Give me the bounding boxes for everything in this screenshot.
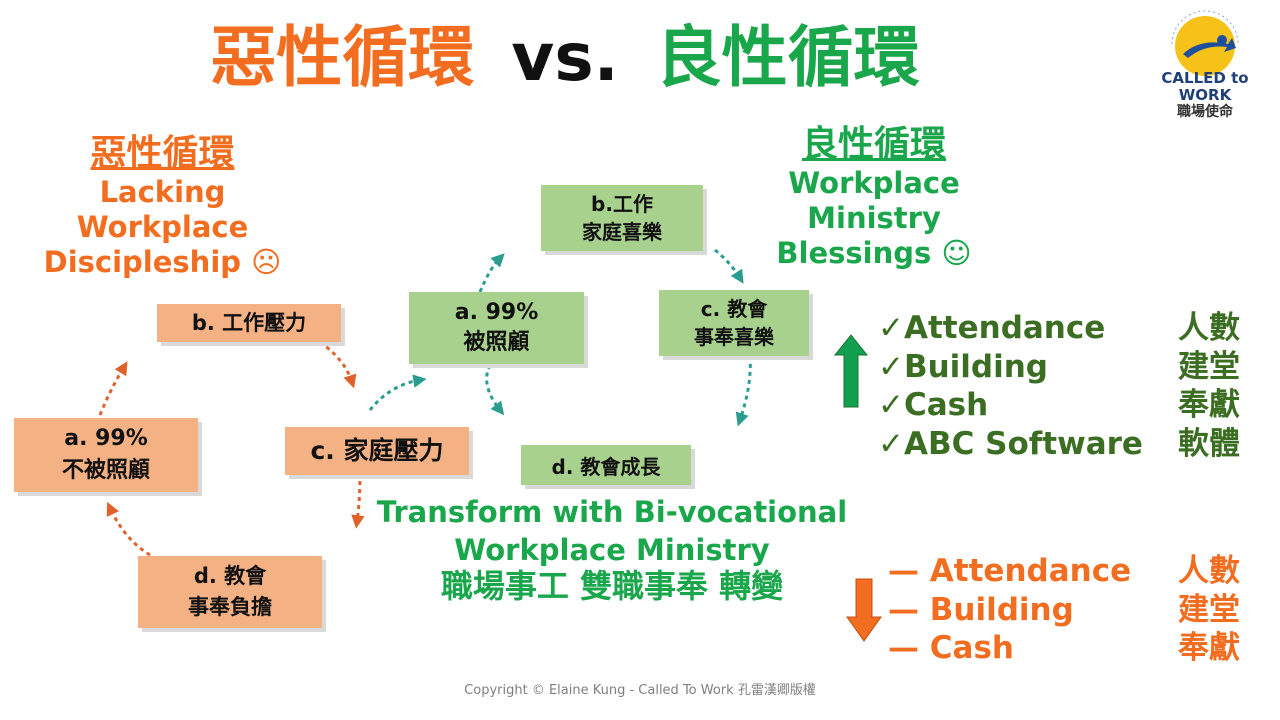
arrow-b-to-c-green (714, 248, 744, 284)
virtuous-node-d: d. 教會成長 (521, 445, 691, 485)
virtuous-heading-line-1: Workplace (788, 166, 960, 201)
arrow-c-to-d (351, 472, 365, 529)
logo-line1: CALLED to (1161, 69, 1249, 87)
growth-item-cn: 人數 (1178, 310, 1240, 346)
decline-item-cn: 人數 (1178, 553, 1240, 589)
arrow-a-to-b (98, 361, 128, 416)
title-vicious: 惡性循環 (210, 19, 475, 96)
growth-item-cn: 軟體 (1178, 426, 1240, 463)
vicious-node-a-line-2: 不被照顧 (61, 458, 150, 483)
vicious-heading-title: 惡性循環 (90, 133, 235, 174)
vicious-node-c-line-1: c. 家庭壓力 (310, 436, 444, 465)
transform-line-1: Transform with Bi-vocational (376, 495, 848, 529)
virtuous-node-a: a. 99% 被照顧 (409, 292, 584, 364)
vicious-node-d-line-1: d. 教會 (193, 564, 267, 588)
logo-line3: 職場使命 (1177, 104, 1233, 120)
decline-list: — Attendance — Building — Cash (888, 552, 1131, 668)
growth-item: ✓Attendance (878, 310, 1106, 346)
title-vs: vs. (511, 19, 619, 96)
logo-emblem-icon (1171, 10, 1239, 76)
arrow-d-to-a (106, 501, 151, 557)
virtuous-node-b-line-1: b.工作 (591, 192, 653, 216)
vicious-heading-line-2: Workplace (76, 209, 249, 244)
up-arrow-icon (833, 334, 869, 408)
title-virtuous: 良性循環 (655, 19, 920, 96)
virtuous-node-b-line-2: 家庭喜樂 (582, 220, 662, 244)
virtuous-heading-line-2: Ministry (807, 200, 941, 235)
arrow-a-to-b-green (478, 253, 505, 293)
page-title: 惡性循環 vs. 良性循環 (0, 18, 1130, 97)
vicious-node-b-line-1: b. 工作壓力 (191, 311, 307, 335)
vicious-heading-line-1: Lacking (99, 175, 226, 210)
copyright-footer: Copyright © Elaine Kung - Called To Work… (464, 683, 816, 698)
growth-item: ✓ABC Software (878, 426, 1143, 463)
growth-item-cn: 建堂 (1178, 348, 1240, 385)
arrow-b-to-c (319, 340, 357, 389)
virtuous-heading-title: 良性循環 (801, 124, 946, 165)
virtuous-heading: 良性循環 Workplace Ministry Blessings ☺ (740, 123, 1008, 271)
vicious-cycle-arrows (98, 340, 365, 557)
logo-line2: WORK (1178, 86, 1232, 104)
growth-list: ✓Attendance ✓Building ✓Cash ✓ABC Softwar… (878, 309, 1143, 464)
vicious-node-a-line-1: a. 99% (64, 426, 148, 451)
arrow-c-to-d-green (735, 355, 752, 427)
growth-item: ✓Building (878, 348, 1049, 385)
virtuous-node-c-line-1: c. 教會 (700, 297, 768, 321)
decline-list-cn: 人數 建堂 奉獻 (1150, 552, 1240, 668)
decline-item: — Building (888, 591, 1074, 628)
arrow-bridge (368, 374, 427, 411)
virtuous-node-c: c. 教會 事奉喜樂 (659, 290, 809, 356)
virtuous-node-a-line-1: a. 99% (454, 300, 539, 325)
growth-item-cn: 奉獻 (1178, 387, 1240, 424)
vicious-heading-line-3: Discipleship ☹ (43, 244, 282, 279)
vicious-heading: 惡性循環 Lacking Workplace Discipleship ☹ (30, 132, 295, 280)
virtuous-node-a-line-2: 被照顧 (463, 330, 530, 355)
virtuous-cycle-arrows (368, 248, 752, 440)
decline-item: — Cash (888, 630, 1014, 667)
transform-line-2: Workplace Ministry (454, 533, 770, 567)
decline-item-cn: 奉獻 (1178, 630, 1240, 667)
transform-line-3: 職場事工 雙職事奉 轉變 (440, 567, 784, 605)
arrow-d-to-a-green (485, 364, 505, 416)
decline-item-cn: 建堂 (1178, 591, 1240, 628)
called-to-work-logo: CALLED to WORK 職場使命 (1150, 8, 1260, 128)
virtuous-node-c-line-2: 事奉喜樂 (694, 325, 774, 349)
arrow-d-to-a-green-guide (605, 298, 660, 440)
vicious-node-c: c. 家庭壓力 (285, 427, 469, 475)
decline-item: — Attendance (888, 553, 1132, 589)
virtuous-node-b: b.工作 家庭喜樂 (541, 185, 703, 251)
growth-list-cn: 人數 建堂 奉獻 軟體 (1150, 309, 1240, 464)
virtuous-heading-line-3: Blessings ☺ (776, 235, 972, 270)
vicious-node-b: b. 工作壓力 (157, 304, 341, 342)
vicious-node-d: d. 教會 事奉負擔 (138, 556, 322, 628)
down-arrow-icon (846, 578, 882, 642)
growth-item: ✓Cash (878, 387, 989, 424)
logo-text: CALLED to WORK 職場使命 (1150, 70, 1260, 121)
vicious-node-a: a. 99% 不被照顧 (14, 418, 198, 492)
vicious-node-d-line-2: 事奉負擔 (188, 595, 272, 619)
transform-text: Transform with Bi-vocational Workplace M… (372, 493, 852, 603)
virtuous-node-d-line-1: d. 教會成長 (551, 455, 661, 479)
